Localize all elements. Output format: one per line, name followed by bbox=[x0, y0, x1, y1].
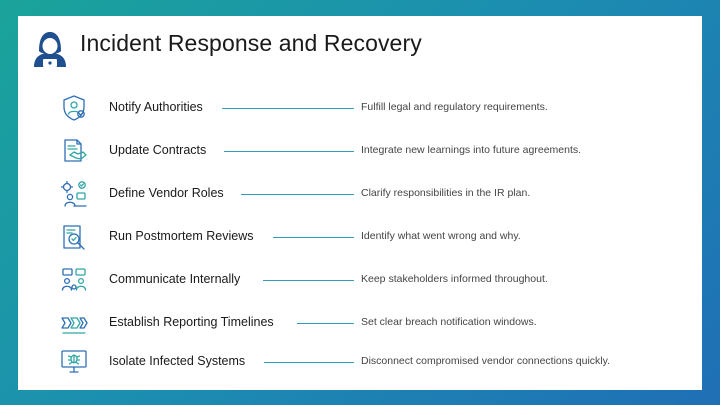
timeline-arrows-icon bbox=[61, 317, 88, 334]
item-label: Isolate Infected Systems bbox=[109, 354, 246, 368]
list-item-communicate-internally: Communicate Internally Keep stakeholders… bbox=[18, 262, 702, 298]
item-description: Identify what went wrong and why. bbox=[361, 230, 521, 242]
shield-user-icon bbox=[63, 95, 85, 121]
connector-line bbox=[263, 280, 354, 281]
item-label: Communicate Internally bbox=[109, 272, 241, 286]
contract-handshake-icon bbox=[64, 139, 87, 162]
list-item-establish-reporting-timelines: Establish Reporting Timelines Set clear … bbox=[18, 305, 702, 341]
page-title: Incident Response and Recovery bbox=[80, 30, 422, 56]
item-label: Notify Authorities bbox=[109, 100, 203, 114]
slide: Incident Response and Recovery Notify Au… bbox=[18, 16, 702, 390]
connector-line bbox=[264, 362, 354, 363]
connector-line bbox=[222, 108, 354, 109]
connector-line bbox=[273, 237, 354, 238]
item-description: Fulfill legal and regulatory requirement… bbox=[361, 101, 548, 113]
item-description: Clarify responsibilities in the IR plan. bbox=[361, 187, 531, 199]
item-label: Run Postmortem Reviews bbox=[109, 229, 254, 243]
list-item-notify-authorities: Notify Authorities Fulfill legal and reg… bbox=[18, 90, 702, 126]
item-description: Disconnect compromised vendor connection… bbox=[361, 355, 611, 367]
vendor-roles-icon bbox=[60, 180, 87, 207]
item-label: Define Vendor Roles bbox=[109, 186, 224, 200]
item-description: Keep stakeholders informed throughout. bbox=[361, 273, 548, 285]
item-label: Update Contracts bbox=[109, 143, 207, 157]
infected-monitor-icon bbox=[61, 350, 87, 373]
list-item-update-contracts: Update Contracts Integrate new learnings… bbox=[18, 133, 702, 169]
connector-line bbox=[297, 323, 354, 324]
item-description: Integrate new learnings into future agre… bbox=[361, 144, 582, 156]
item-description: Set clear breach notification windows. bbox=[361, 316, 537, 328]
hacker-icon bbox=[34, 32, 66, 67]
item-label: Establish Reporting Timelines bbox=[109, 315, 274, 329]
connector-line bbox=[224, 151, 354, 152]
connector-line bbox=[241, 194, 354, 195]
team-communication-icon bbox=[61, 268, 87, 291]
list-item-define-vendor-roles: Define Vendor Roles Clarify responsibili… bbox=[18, 176, 702, 212]
magnifier-report-icon bbox=[63, 225, 85, 250]
list-item-run-postmortem-reviews: Run Postmortem Reviews Identify what wen… bbox=[18, 219, 702, 255]
list-item-isolate-infected-systems: Isolate Infected Systems Disconnect comp… bbox=[18, 344, 702, 380]
